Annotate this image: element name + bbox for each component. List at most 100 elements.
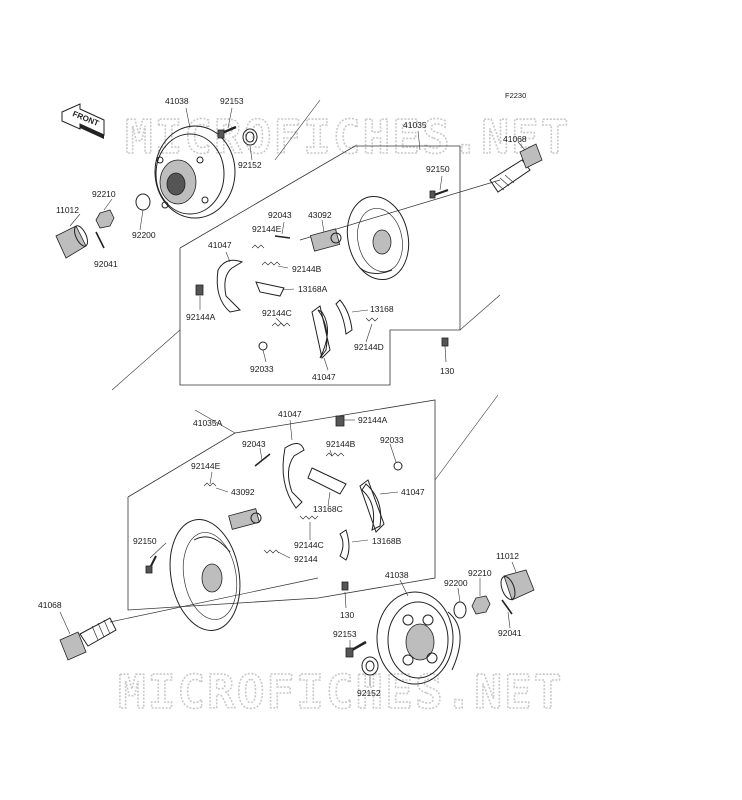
hub-nut-icon: [95, 209, 115, 229]
wheel-cylinder-bottom-icon: [228, 508, 262, 530]
bolt-130-icon: [441, 337, 449, 347]
label-bottom-92152: 92152: [357, 688, 381, 698]
label-top-92033: 92033: [250, 364, 274, 374]
label-top-41047b: 41047: [312, 372, 336, 382]
label-top-43092: 43092: [308, 210, 332, 220]
cotter-pin-bottom-icon: [501, 599, 513, 615]
watermark-top: MICROFICHES.NET: [125, 110, 570, 164]
label-top-41038: 41038: [165, 96, 189, 106]
axle-shaft-bottom-icon: [59, 577, 319, 661]
brake-shoe-left-icon: [216, 259, 244, 313]
label-top-41047a: 41047: [208, 240, 232, 250]
label-top-92153: 92153: [220, 96, 244, 106]
spring-92144e-icon: [251, 244, 265, 249]
top-frame-lead-right: [459, 294, 501, 331]
adjuster-bottom-icon: [335, 415, 345, 427]
bottom-assembly: 41035A 41047 92144A 92043 92144B 92033 9…: [38, 394, 535, 698]
brake-shoe-lower-icon: [359, 479, 385, 533]
brake-shoe-upper-icon: [282, 443, 305, 509]
seal-bottom-icon: [361, 656, 379, 676]
wheel-cylinder-icon: [309, 228, 342, 252]
label-bottom-92153: 92153: [333, 629, 357, 639]
brake-drum-icon: [154, 125, 236, 219]
label-top-92144e: 92144E: [252, 224, 282, 234]
label-bottom-130: 130: [340, 610, 354, 620]
label-top-130: 130: [440, 366, 454, 376]
washer-bottom-icon: [453, 601, 467, 619]
bolt-130-bottom-icon: [341, 581, 349, 591]
spring-bottom-92144-icon: [263, 549, 280, 554]
drum-bolt-bottom-icon: [345, 640, 367, 658]
brake-drum-bottom-icon: [376, 591, 461, 685]
top-frame-lead-top: [274, 99, 321, 161]
label-top-92144c: 92144C: [262, 308, 292, 318]
top-frame: [179, 145, 461, 386]
spring-92144c-icon: [271, 322, 291, 327]
label-top-41035: 41035: [403, 120, 427, 130]
label-bottom-41038: 41038: [385, 570, 409, 580]
spring-bottom-92144c-icon: [299, 515, 319, 520]
cotter-pin-icon: [95, 231, 105, 249]
label-top-92144a: 92144A: [186, 312, 216, 322]
backing-plate-bottom-icon: [169, 519, 241, 631]
label-top-41068: 41068: [503, 134, 527, 144]
label-bottom-13168c: 13168C: [313, 504, 343, 514]
lever-13168a-icon: [255, 281, 285, 297]
label-bottom-41035a: 41035A: [193, 418, 223, 428]
label-top-92150: 92150: [426, 164, 450, 174]
spring-bottom-92144e-icon: [203, 482, 217, 487]
label-top-92041: 92041: [94, 259, 118, 269]
lever-13168c-icon: [307, 467, 347, 495]
link-13168b-icon: [339, 529, 350, 561]
top-assembly: 41038 92153 92152 41035 41068 92150 9221…: [55, 96, 543, 391]
adjuster-icon: [195, 284, 204, 296]
label-bottom-92210: 92210: [468, 568, 492, 578]
label-top-92144d: 92144D: [354, 342, 384, 352]
bleeder-bottom-icon: [254, 453, 271, 467]
label-bottom-92033: 92033: [380, 435, 404, 445]
label-bottom-92041: 92041: [498, 628, 522, 638]
panel-bolt-bottom-icon: [145, 555, 157, 574]
spring-92144b-icon: [261, 261, 281, 266]
brake-shoe-right-icon: [311, 305, 331, 360]
label-bottom-41047b: 41047: [401, 487, 425, 497]
clip-icon: [258, 341, 268, 351]
label-bottom-92200: 92200: [444, 578, 468, 588]
label-top-92210: 92210: [92, 189, 116, 199]
label-bottom-92150: 92150: [133, 536, 157, 546]
drum-bolt-icon: [217, 125, 237, 139]
label-bottom-11012: 11012: [496, 551, 519, 561]
label-bottom-13168b: 13168B: [372, 536, 402, 546]
hub-cap-icon: [55, 225, 88, 259]
label-bottom-41047a: 41047: [278, 409, 302, 419]
link-13168-icon: [335, 299, 353, 335]
bottom-frame-lead-right: [434, 394, 499, 481]
hub-cap-bottom-icon: [500, 569, 535, 601]
seal-icon: [242, 128, 258, 146]
label-top-92152: 92152: [238, 160, 262, 170]
front-arrow-icon: FRONT: [61, 103, 105, 139]
label-bottom-41068: 41068: [38, 600, 62, 610]
panel-bolt-icon: [429, 189, 449, 199]
label-bottom-92043: 92043: [242, 439, 266, 449]
label-bottom-92144b: 92144B: [326, 439, 356, 449]
spring-92144d-icon: [365, 317, 379, 322]
backing-plate-icon: [346, 195, 410, 281]
clip-bottom-icon: [393, 461, 403, 471]
washer-icon: [135, 193, 151, 211]
label-top-13168a: 13168A: [298, 284, 328, 294]
label-top-11012: 11012: [56, 205, 79, 215]
bleeder-icon: [274, 235, 291, 239]
label-bottom-92144a: 92144A: [358, 415, 388, 425]
spring-bottom-92144b-icon: [325, 452, 345, 457]
watermark-bottom: MICROFICHES.NET: [118, 665, 563, 719]
label-top-92200: 92200: [132, 230, 156, 240]
label-bottom-43092: 43092: [231, 487, 255, 497]
top-frame-lead-left: [111, 329, 181, 391]
label-top-92144b: 92144B: [292, 264, 322, 274]
bottom-frame-lead-top: [194, 409, 236, 434]
label-bottom-92144e: 92144E: [191, 461, 221, 471]
label-bottom-92144c: 92144C: [294, 540, 324, 550]
label-top-13168: 13168: [370, 304, 394, 314]
